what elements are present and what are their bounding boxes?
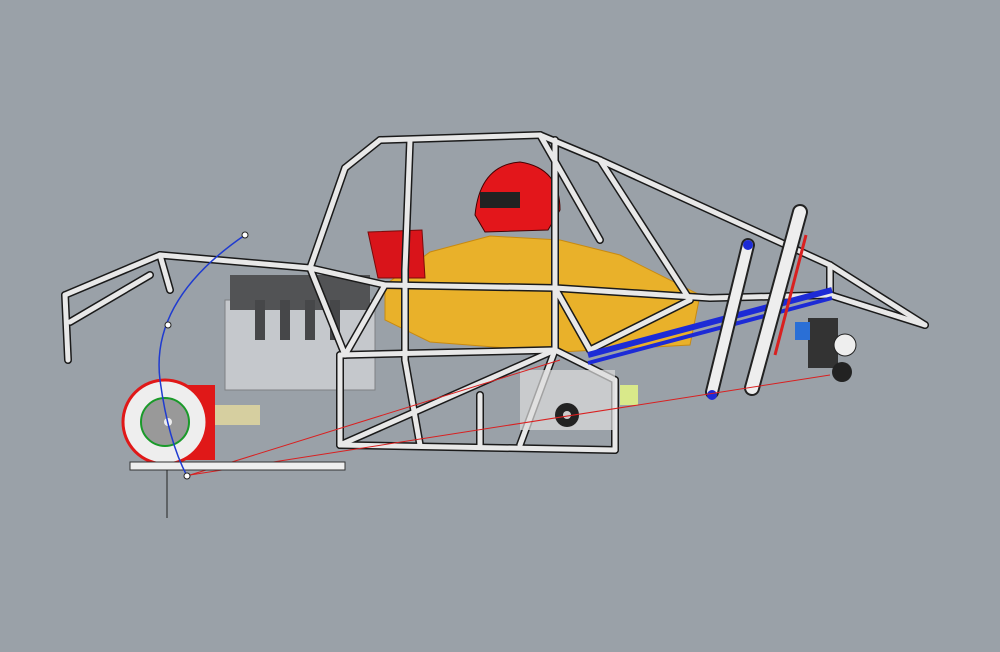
guide-lines [189,359,831,476]
frame-tube[interactable] [377,132,543,143]
frame-tube[interactable] [587,297,693,353]
rear-hub[interactable] [795,318,857,382]
frame-tube[interactable] [382,282,558,291]
frame-tube[interactable] [157,252,173,293]
frame-tube[interactable] [552,285,593,353]
frame-tube[interactable] [342,282,388,358]
frame-tube[interactable] [337,347,558,448]
wheel-hub[interactable] [121,378,260,466]
chassis-frame[interactable] [61,131,929,454]
frame-tube[interactable] [827,292,928,328]
frame-tube[interactable] [157,252,313,271]
frame-tube[interactable] [827,262,928,328]
gearbox[interactable] [520,370,638,430]
frame-tube[interactable] [307,265,348,358]
frame-tube[interactable] [337,347,558,358]
base-plate[interactable] [129,461,346,471]
frame-tube[interactable] [307,265,388,288]
seat[interactable] [367,229,426,279]
frame-tube[interactable] [402,357,423,448]
frame-tube[interactable] [62,292,71,363]
frame-tube[interactable] [342,137,383,171]
frame-tube[interactable] [402,137,413,273]
frame-tube[interactable] [67,272,153,325]
shock-absorbers[interactable] [705,204,808,400]
frame-tube[interactable] [537,132,603,163]
frame-tube[interactable] [337,442,618,453]
frame-tube[interactable] [597,157,693,303]
frame-tube[interactable] [537,132,603,243]
frame-tube[interactable] [307,165,348,271]
helmet[interactable] [474,161,561,233]
frame-tube[interactable] [552,285,713,301]
trailing-arm[interactable] [587,287,833,365]
engine[interactable] [224,275,376,391]
construction-curve[interactable] [158,231,249,480]
frame-tube[interactable] [62,252,163,298]
